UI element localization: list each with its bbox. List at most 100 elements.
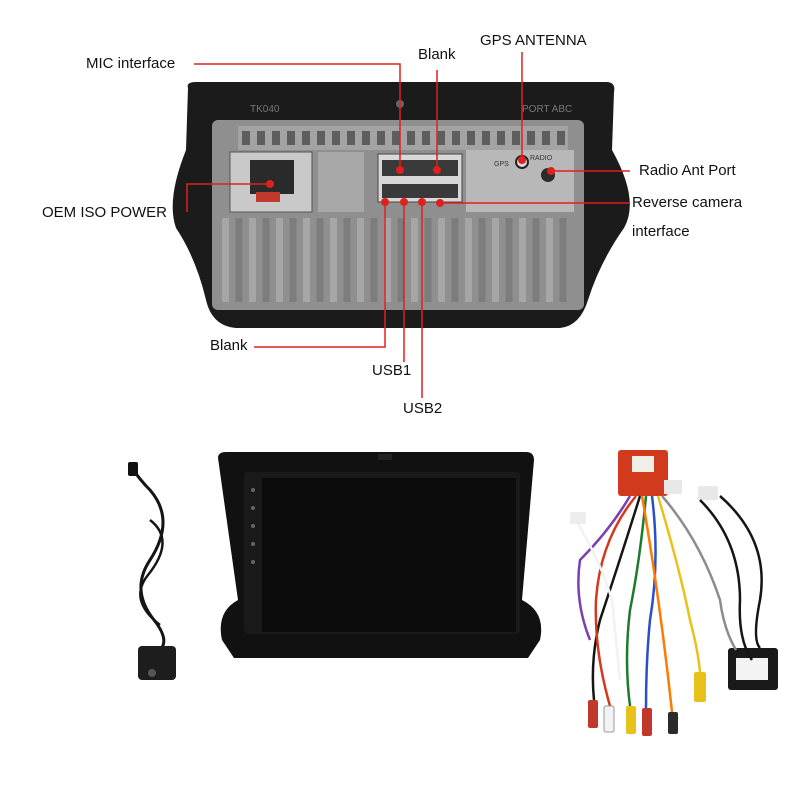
heatsink-fin [532, 218, 540, 302]
white-plug-2 [698, 486, 718, 500]
antenna-cable [130, 467, 166, 652]
back-button-icon [251, 524, 255, 528]
vent-slot [392, 131, 400, 145]
heatsink-fin [235, 218, 243, 302]
vent-slot [347, 131, 355, 145]
volume-up-icon [251, 542, 255, 546]
vent-slot [437, 131, 445, 145]
heatsink-fin [276, 218, 283, 302]
rca-red-2 [642, 708, 652, 736]
harness-wire [661, 495, 738, 651]
mid-panel [318, 152, 364, 212]
rca-red [588, 700, 598, 728]
antenna-cable-coil [139, 519, 164, 626]
heatsink-fin [330, 218, 337, 302]
heatsink-fin [289, 218, 297, 302]
blank-bottom-leader [254, 202, 386, 348]
head-unit-front [218, 452, 542, 658]
iso-connector [250, 160, 294, 194]
heatsink-fin [316, 218, 324, 302]
rca-yellow-2 [694, 672, 706, 702]
heatsink-fin [411, 218, 418, 302]
harness-wire [719, 495, 763, 649]
radio-dot [547, 167, 555, 175]
harness-wire [576, 523, 622, 681]
gps-dot [518, 156, 526, 164]
vent-slot [302, 131, 310, 145]
radio-ant-port-label: Radio Ant Port [639, 162, 736, 179]
heatsink-fin [262, 218, 270, 302]
usb1-dot [400, 198, 408, 206]
heatsink-fin [546, 218, 553, 302]
vent-slot [467, 131, 475, 145]
blank-top-label: Blank [418, 46, 456, 63]
vent-slot [512, 131, 520, 145]
side-buttons [251, 488, 255, 564]
harness-wire [625, 495, 648, 707]
radio-port-marking: RADIO [530, 155, 553, 162]
rca-plugs [588, 672, 706, 736]
heatsink-fin [451, 218, 459, 302]
vent-slot [317, 131, 325, 145]
vent-slot [497, 131, 505, 145]
vent-slot [482, 131, 490, 145]
harness-wires [576, 495, 763, 713]
usb2-dot [418, 198, 426, 206]
vent-slot [527, 131, 535, 145]
model-marking-left: TK040 [250, 104, 280, 115]
blank-bottom-label: Blank [210, 337, 248, 354]
lower-connector-row [382, 184, 458, 198]
harness-connector-red [618, 450, 668, 496]
heatsink-fin [249, 218, 256, 302]
heatsink-fin [438, 218, 445, 302]
vent-slot [287, 131, 295, 145]
harness-wire [577, 495, 632, 641]
heatsink-fin [519, 218, 526, 302]
reverse-camera-label: Reverse camera [632, 194, 743, 211]
gps-port-marking: GPS [494, 161, 509, 168]
heatsink-fin [384, 218, 391, 302]
vent-slot [377, 131, 385, 145]
home-button-icon [251, 506, 255, 510]
white-plug-1 [664, 480, 682, 494]
harness-wire [644, 495, 657, 709]
heatsink-fin [465, 218, 472, 302]
heatsink-fin [397, 218, 405, 302]
reverse-camera-label-2: interface [632, 223, 690, 240]
vent-slot [557, 131, 565, 145]
model-marking-right: PORT ABC [522, 104, 572, 115]
blank-bottom-dot [381, 198, 389, 206]
vent-slot [257, 131, 265, 145]
rca-white [603, 705, 615, 733]
harness-wire [656, 495, 702, 673]
callout-dots [266, 156, 555, 207]
screen [262, 478, 516, 632]
white-plug-3 [570, 512, 586, 524]
vent-slot [542, 131, 550, 145]
heatsink-fin [222, 218, 229, 302]
callout-lines [186, 52, 630, 398]
vent-slot [407, 131, 415, 145]
mic-leader [194, 63, 401, 170]
iso-red-plug [256, 192, 280, 202]
heatsink-fin [478, 218, 486, 302]
gps-antenna-label: GPS ANTENNA [480, 32, 587, 49]
heatsink-fin [370, 218, 378, 302]
heatsink-fins [222, 218, 567, 302]
vent-slot [452, 131, 460, 145]
wiring-harness [570, 450, 778, 736]
vent-slot [362, 131, 370, 145]
oem-iso-power-label: OEM ISO POWER [42, 204, 168, 221]
usb1-label: USB1 [372, 362, 412, 379]
heatsink-fin [357, 218, 364, 302]
harness-wire [591, 495, 642, 701]
harness-wire [594, 495, 637, 707]
usb-plug [668, 712, 678, 734]
heatsink-fin [343, 218, 351, 302]
heatsink-fin [424, 218, 432, 302]
rca-yellow [626, 706, 636, 734]
vent-slot [272, 131, 280, 145]
antenna-logo [148, 669, 156, 677]
